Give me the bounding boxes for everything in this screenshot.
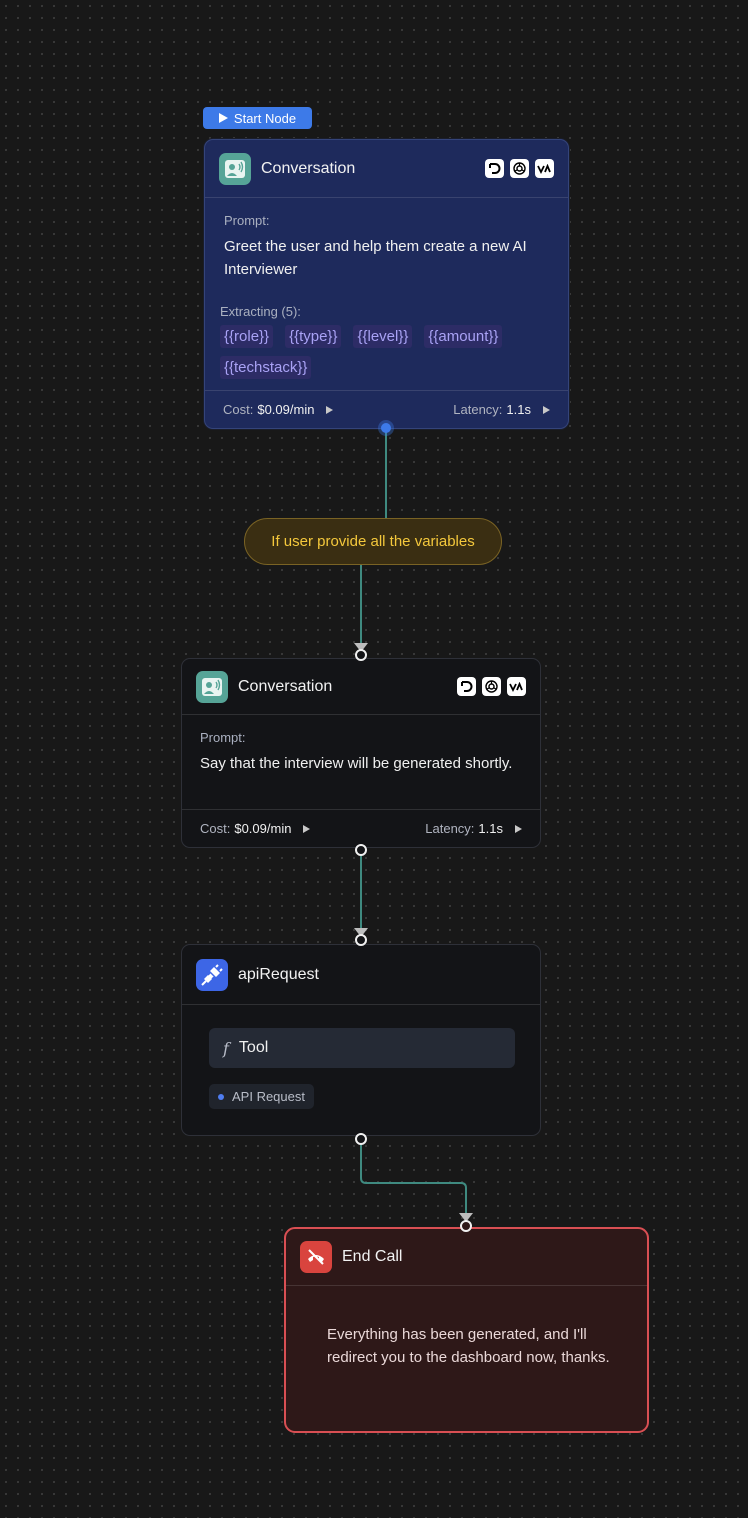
latency-value: 1.1s bbox=[478, 821, 503, 836]
arrowhead-node4 bbox=[459, 1213, 473, 1222]
conversation-icon bbox=[219, 152, 251, 185]
chip-label: API Request bbox=[232, 1089, 305, 1104]
cost-value: $0.09/min bbox=[257, 402, 315, 417]
prompt-text: Say that the interview will be generated… bbox=[200, 755, 513, 772]
node-footer: Cost:$0.09/min Latency:1.1s bbox=[182, 809, 540, 847]
conversation-icon bbox=[196, 670, 228, 703]
arrowhead-node2 bbox=[354, 643, 368, 652]
start-node-badge: Start Node bbox=[203, 107, 312, 129]
deepgram-icon bbox=[457, 677, 476, 696]
play-icon bbox=[218, 113, 228, 123]
function-icon: f bbox=[223, 1038, 229, 1058]
cost-label: Cost: bbox=[200, 821, 231, 836]
output-handle[interactable] bbox=[378, 420, 394, 436]
vapi-icon bbox=[535, 159, 554, 178]
api-request-node[interactable]: apiRequest f Tool API Request bbox=[181, 944, 541, 1136]
latency-info[interactable]: Latency:1.1s bbox=[425, 821, 522, 836]
provider-icons bbox=[485, 159, 554, 178]
node-title: End Call bbox=[342, 1248, 403, 1265]
expand-triangle-icon[interactable] bbox=[303, 825, 311, 833]
node-title: Conversation bbox=[261, 159, 356, 177]
conversation-node[interactable]: Conversation Prompt: Say that the interv… bbox=[181, 658, 541, 848]
condition-text: If user provide all the variables bbox=[271, 533, 475, 550]
extracting-label: Extracting (5): bbox=[220, 304, 301, 319]
cost-info[interactable]: Cost:$0.09/min bbox=[200, 821, 311, 836]
edge-node3-node4 bbox=[360, 1142, 467, 1216]
node-header: End Call bbox=[286, 1229, 647, 1286]
tool-row[interactable]: f Tool bbox=[209, 1028, 515, 1068]
end-call-icon bbox=[300, 1241, 332, 1273]
expand-triangle-icon[interactable] bbox=[543, 406, 550, 414]
vapi-icon bbox=[507, 677, 526, 696]
variable-tag: {{techstack}} bbox=[220, 356, 312, 379]
cost-info[interactable]: Cost:$0.09/min bbox=[223, 402, 334, 417]
variable-tag: {{role}} bbox=[220, 325, 274, 348]
variable-tag: {{amount}} bbox=[424, 325, 503, 348]
latency-value: 1.1s bbox=[506, 402, 531, 417]
cost-value: $0.09/min bbox=[234, 821, 292, 836]
conversation-node-start[interactable]: Conversation Prompt: Greet the user and … bbox=[204, 139, 569, 429]
prompt-text: Greet the user and help them create a ne… bbox=[224, 238, 527, 278]
latency-info[interactable]: Latency:1.1s bbox=[453, 402, 550, 417]
end-call-node[interactable]: End Call Everything has been generated, … bbox=[284, 1227, 649, 1433]
variable-tag: {{level}} bbox=[353, 325, 413, 348]
node-footer: Cost:$0.09/min Latency:1.1s bbox=[205, 390, 568, 428]
latency-label: Latency: bbox=[453, 402, 503, 417]
node-title: apiRequest bbox=[238, 965, 319, 983]
cost-label: Cost: bbox=[223, 402, 254, 417]
node-title: Conversation bbox=[238, 677, 333, 695]
api-request-chip: API Request bbox=[209, 1084, 314, 1109]
openai-icon bbox=[510, 159, 529, 178]
arrowhead-node3 bbox=[354, 928, 368, 937]
start-node-label: Start Node bbox=[233, 110, 297, 126]
plug-icon bbox=[196, 958, 228, 991]
node-header: apiRequest bbox=[182, 945, 540, 1005]
latency-label: Latency: bbox=[425, 821, 475, 836]
deepgram-icon bbox=[485, 159, 504, 178]
variable-tag: {{type}} bbox=[285, 325, 342, 348]
status-dot-icon bbox=[218, 1093, 224, 1100]
provider-icons bbox=[457, 677, 526, 696]
end-call-message: Everything has been generated, and I'll … bbox=[327, 1326, 610, 1366]
variable-list: {{role}} {{type}} {{level}} {{amount}} {… bbox=[220, 325, 540, 379]
prompt-label: Prompt: bbox=[224, 213, 270, 228]
node-header: Conversation bbox=[182, 659, 540, 715]
node-header: Conversation bbox=[205, 140, 568, 198]
expand-triangle-icon[interactable] bbox=[515, 825, 522, 833]
tool-label: Tool bbox=[238, 1039, 269, 1056]
prompt-label: Prompt: bbox=[200, 730, 246, 745]
openai-icon bbox=[482, 677, 501, 696]
edge-condition-label[interactable]: If user provide all the variables bbox=[244, 518, 502, 565]
expand-triangle-icon[interactable] bbox=[326, 406, 334, 414]
